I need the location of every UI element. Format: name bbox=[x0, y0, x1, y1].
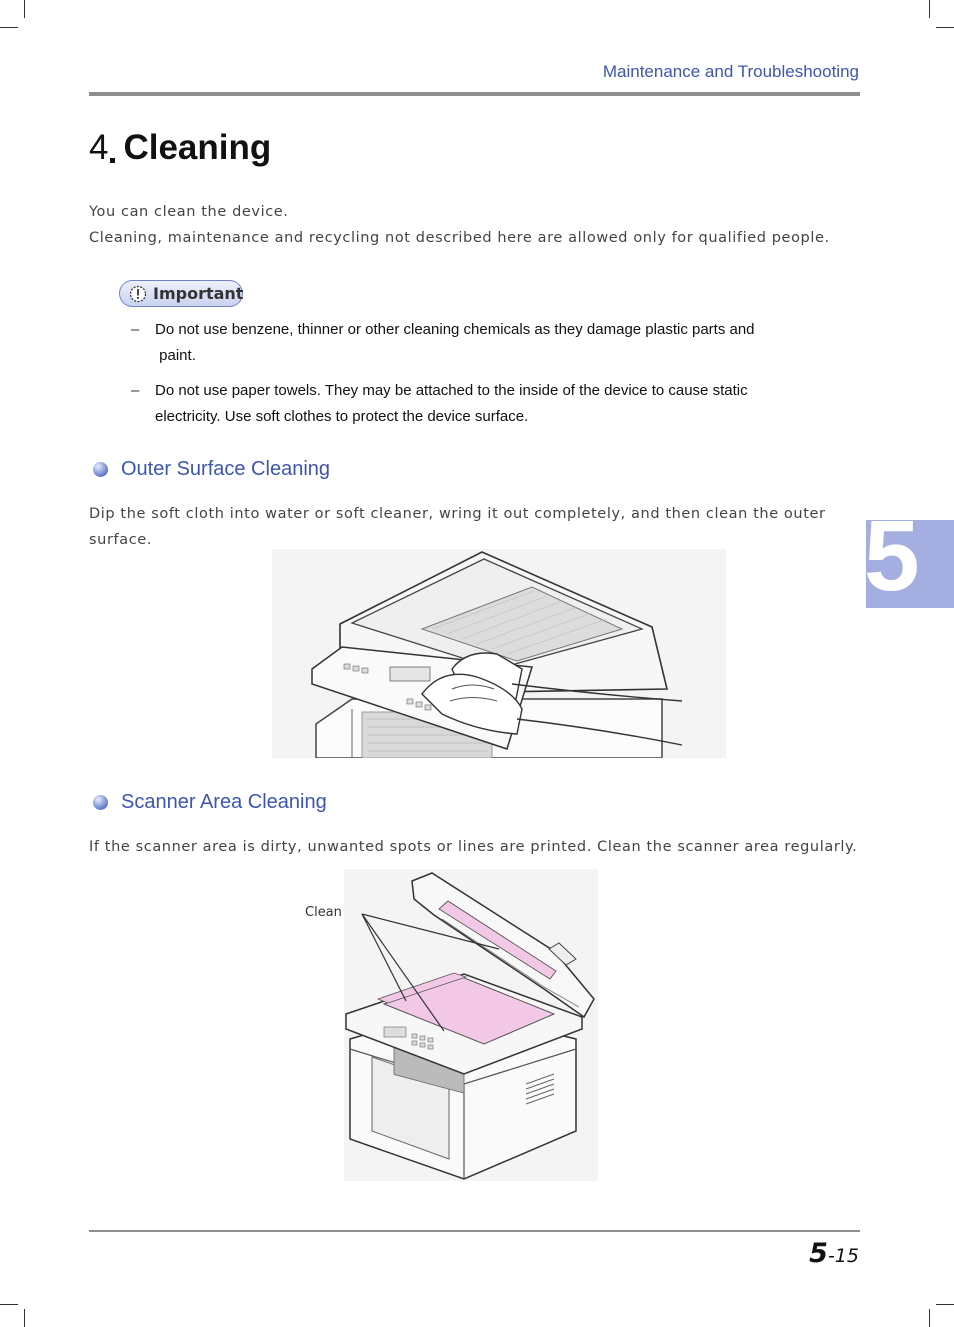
crop-mark bbox=[24, 0, 25, 18]
crop-mark bbox=[0, 1304, 18, 1305]
chapter-tab: 5 bbox=[866, 520, 954, 608]
chapter-number: 4 bbox=[89, 128, 109, 167]
page-number: 5-15 bbox=[809, 1238, 859, 1269]
list-item-line: paint. bbox=[155, 347, 196, 364]
list-item-line: Do not use benzene, thinner or other cle… bbox=[155, 321, 755, 338]
section-heading-scanner: Scanner Area Cleaning bbox=[93, 791, 327, 814]
list-item: – Do not use paper towels. They may be a… bbox=[131, 378, 851, 430]
chapter-tab-number: 5 bbox=[866, 520, 920, 608]
section-heading-text: Scanner Area Cleaning bbox=[121, 791, 327, 813]
clean-callout-label: Clean bbox=[305, 905, 342, 920]
important-label: Important bbox=[153, 284, 244, 303]
page-number-major: 5 bbox=[809, 1238, 828, 1269]
list-item: – Do not use benzene, thinner or other c… bbox=[131, 317, 851, 369]
important-badge: Important bbox=[119, 280, 243, 307]
scanner-area-illustration bbox=[344, 869, 598, 1181]
footer-rule bbox=[89, 1230, 860, 1232]
page-number-minor: -15 bbox=[827, 1245, 859, 1267]
page-title: 4 Cleaning bbox=[89, 128, 271, 168]
list-item-line: Do not use paper towels. They may be att… bbox=[155, 382, 748, 399]
blue-ball-icon bbox=[93, 462, 108, 477]
crop-mark bbox=[936, 27, 954, 28]
crop-mark bbox=[929, 1309, 930, 1327]
crop-mark bbox=[24, 1309, 25, 1327]
crop-mark bbox=[0, 27, 18, 28]
list-item-line: electricity. Use soft clothes to protect… bbox=[155, 408, 529, 425]
dash-bullet: – bbox=[131, 382, 140, 399]
body-line: surface. bbox=[89, 532, 152, 548]
running-header: Maintenance and Troubleshooting bbox=[602, 62, 859, 81]
chapter-title-text: Cleaning bbox=[123, 128, 272, 167]
header-rule bbox=[89, 92, 860, 96]
dash-bullet: – bbox=[131, 321, 140, 338]
blue-ball-icon bbox=[93, 795, 108, 810]
section-heading-outer: Outer Surface Cleaning bbox=[93, 458, 330, 481]
warning-gear-icon bbox=[128, 284, 148, 304]
section-heading-text: Outer Surface Cleaning bbox=[121, 458, 331, 480]
body-line: If the scanner area is dirty, unwanted s… bbox=[89, 839, 858, 855]
intro-line: You can clean the device. bbox=[89, 204, 289, 220]
outer-cleaning-illustration bbox=[272, 549, 726, 758]
crop-mark bbox=[929, 0, 930, 18]
intro-line: Cleaning, maintenance and recycling not … bbox=[89, 230, 830, 246]
chapter-dot bbox=[110, 158, 116, 163]
crop-mark bbox=[936, 1304, 954, 1305]
body-line: Dip the soft cloth into water or soft cl… bbox=[89, 506, 826, 522]
